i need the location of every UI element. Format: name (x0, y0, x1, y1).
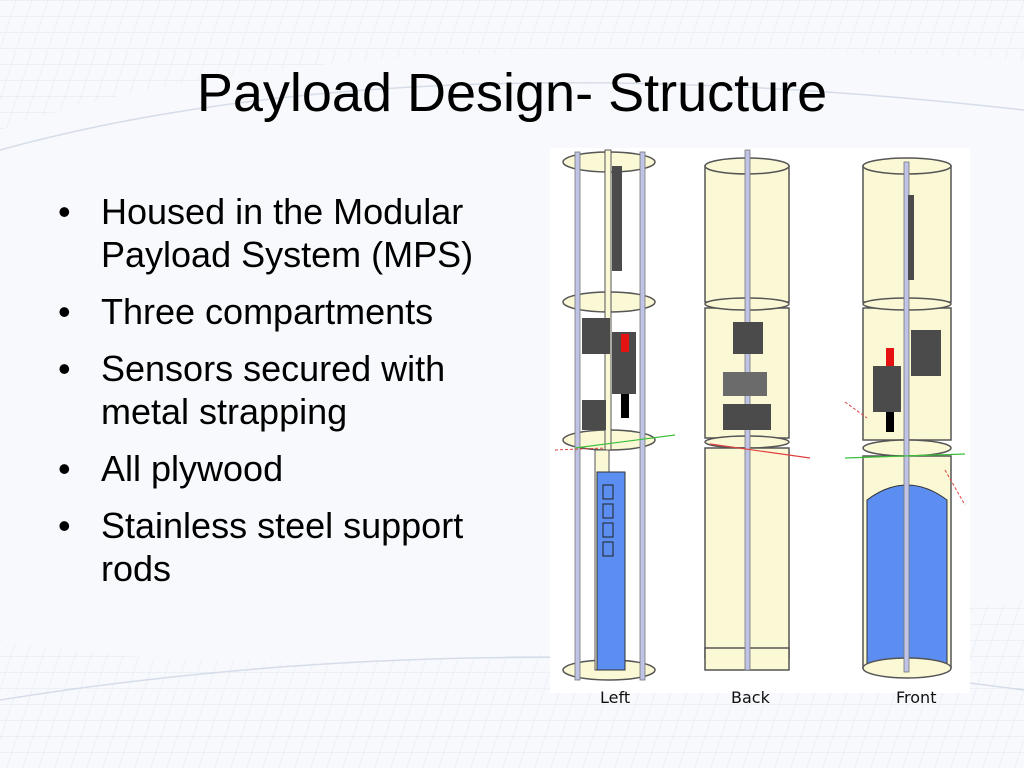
bullet-item: • Stainless steel support rods (58, 504, 538, 590)
sensor-box (733, 322, 763, 354)
bullet-item: • Sensors secured with metal strapping (58, 347, 538, 433)
bullet-item: • Housed in the Modular Payload System (M… (58, 190, 538, 276)
view-label-back: Back (731, 688, 770, 707)
bullet-text: Stainless steel support rods (101, 505, 464, 589)
sensor-box (612, 166, 622, 271)
bullet-symbol: • (58, 191, 71, 232)
sensor-box (723, 404, 771, 430)
red-component (621, 334, 629, 352)
bullet-symbol: • (58, 448, 71, 489)
bullet-list: • Housed in the Modular Payload System (M… (58, 190, 538, 604)
slide-title: Payload Design- Structure (196, 63, 828, 123)
back-view (704, 149, 811, 671)
bullet-text: Three compartments (101, 291, 434, 332)
sensor-box (582, 400, 606, 430)
view-label-left: Left (600, 688, 631, 707)
support-rod (639, 151, 646, 681)
bullet-item: • All plywood (58, 447, 538, 490)
payload-cad-drawing (550, 148, 970, 693)
bullet-text: Sensors secured with metal strapping (101, 348, 446, 432)
front-view (844, 157, 966, 679)
sensor-box (911, 330, 941, 376)
bullet-text: Housed in the Modular Payload System (MP… (101, 191, 474, 275)
blue-battery-pack (596, 471, 626, 671)
support-rod (903, 161, 910, 673)
black-component (621, 394, 629, 418)
payload-cad-figure: Left Back Front (545, 140, 975, 720)
bullet-symbol: • (58, 291, 71, 332)
left-view (554, 149, 676, 681)
sensor-box (873, 366, 901, 412)
bullet-item: • Three compartments (58, 290, 538, 333)
support-rod (574, 151, 581, 681)
sensor-box (723, 372, 767, 396)
black-component (886, 412, 894, 432)
bullet-symbol: • (58, 348, 71, 389)
red-component (886, 348, 894, 366)
sensor-box (582, 318, 610, 354)
view-label-front: Front (896, 688, 937, 707)
sensor-box (908, 195, 914, 280)
bullet-text: All plywood (101, 448, 284, 489)
bullet-symbol: • (58, 505, 71, 546)
